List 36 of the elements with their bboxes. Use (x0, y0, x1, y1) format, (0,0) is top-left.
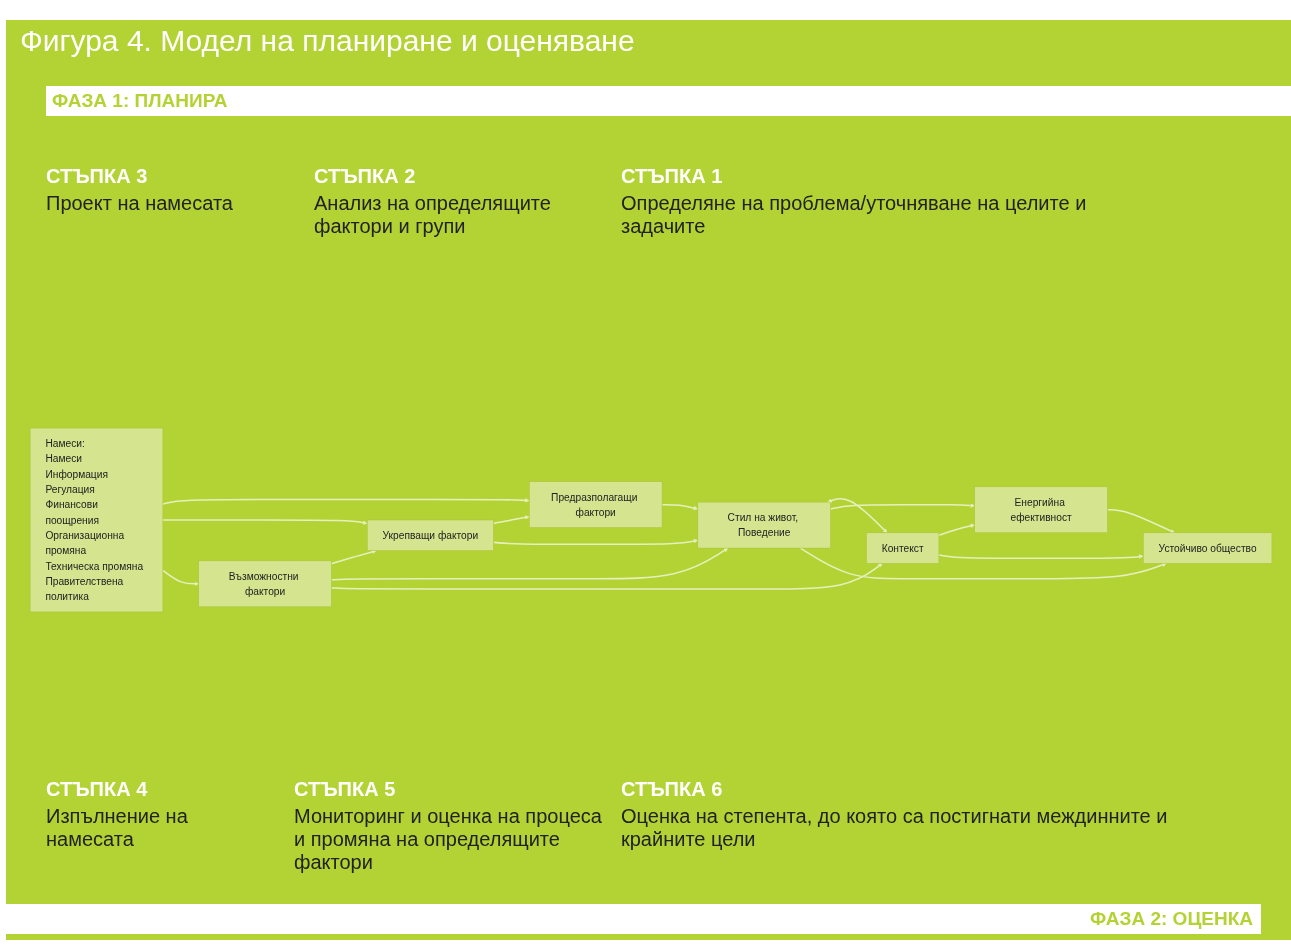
arrow (330, 563, 883, 590)
arrow (661, 503, 699, 511)
arrow (827, 497, 888, 533)
phase-banner: ФАЗА 2: ОЦЕНКА (6, 904, 1261, 934)
node-box: Стил на живот, Поведение (697, 501, 831, 549)
node-box: Укрепващи фактори (366, 519, 494, 551)
node-box: Намеси: Намеси Информация Регулация Финансови поощрения Организационна промяна Техническа промяна Правителствена политика (29, 427, 164, 613)
step-heading: СТЪПКА 5 (294, 778, 397, 801)
arrow (162, 498, 530, 505)
arrow (799, 547, 1167, 580)
step-description: Изпълнение на намесата (46, 805, 189, 851)
step-heading: СТЪПКА 1 (621, 165, 724, 188)
arrow (938, 523, 975, 537)
step-description: Проект на намесата (46, 192, 234, 215)
node-box: Устойчиво общество (1143, 532, 1273, 564)
step-description: Анализ на определящите фактори и групи (314, 192, 552, 238)
phase-banner: ФАЗА 1: ПЛАНИРА (46, 86, 1291, 116)
figure-title: Фигура 4. Модел на планиране и оценяване (20, 24, 635, 58)
arrow (330, 549, 377, 565)
node-box: Контекст (866, 532, 940, 564)
step-heading: СТЪПКА 2 (314, 165, 417, 188)
step-description: Определяне на проблема/уточняване на целите и задачите (621, 192, 1088, 238)
arrow (938, 554, 1144, 560)
step-description: Мониторинг и оценка на процеса и промяна на определящите фактори (294, 805, 603, 874)
node-box: Енергийна ефективност (974, 486, 1108, 534)
arrow (829, 503, 975, 510)
node-box: Предразполагащи фактори (529, 481, 663, 528)
arrow (330, 547, 729, 581)
arrow (492, 538, 699, 546)
arrow (492, 515, 530, 525)
arrow (162, 569, 199, 587)
arrow (1106, 509, 1175, 534)
node-box: Възможностни фактори (198, 560, 332, 608)
arrow (162, 519, 368, 525)
step-heading: СТЪПКА 6 (621, 778, 724, 801)
step-description: Оценка на степента, до която са постигнати междинните и крайните цели (621, 805, 1169, 851)
